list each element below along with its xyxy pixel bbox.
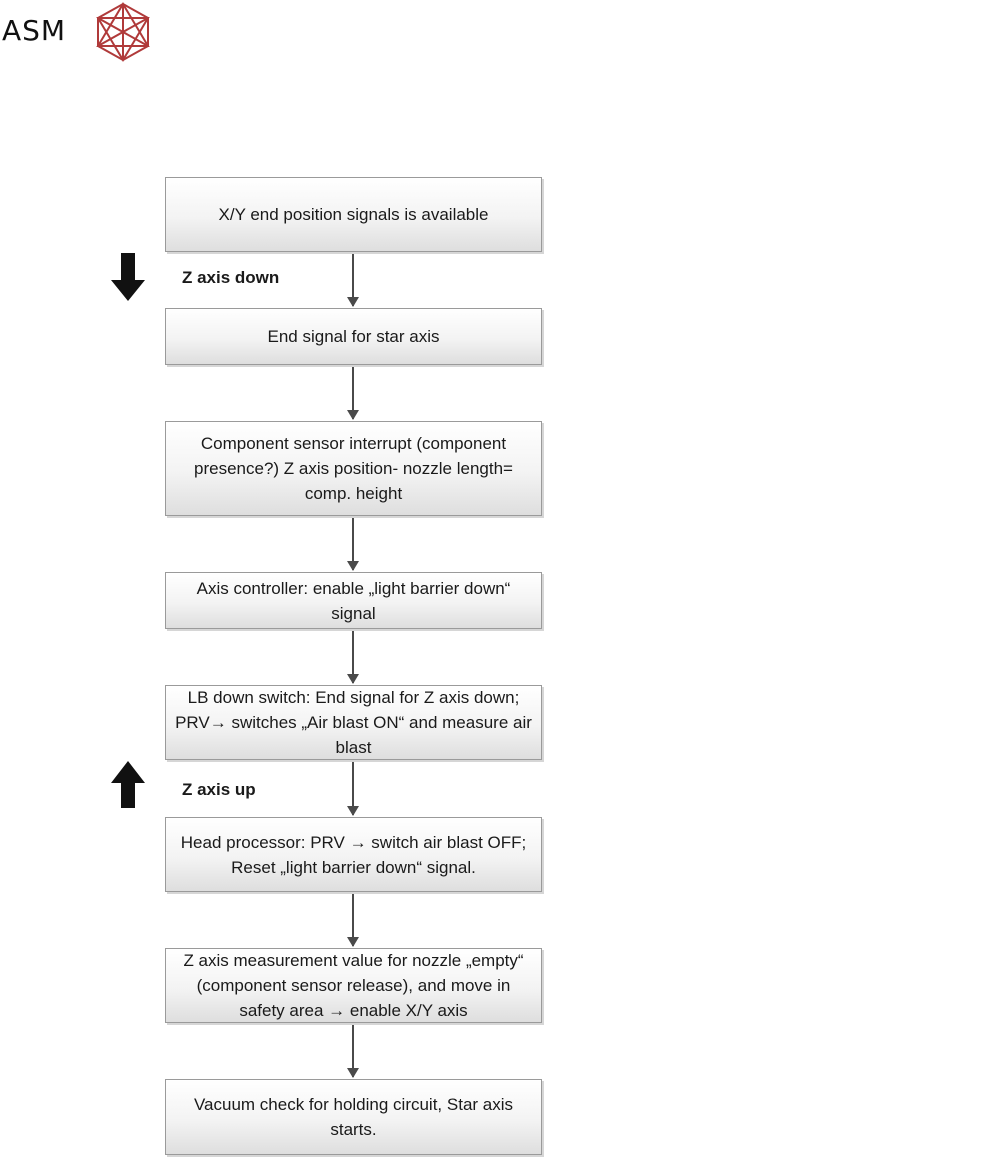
step-box-4: Axis controller: enable „light barrier d… [165,572,542,629]
z-axis-up-label: Z axis up [182,780,256,799]
step-text: Axis controller: enable „light barrier d… [196,578,511,623]
step-text: Component sensor interrupt (component pr… [194,434,513,503]
step-text: Vacuum check for holding circuit, Star a… [193,1095,514,1139]
asm-crystal-logo-icon [96,2,150,62]
step-box-6: Head processor: PRV → switch air blast O… [165,817,542,892]
step-text: LB down switch: End signal for Z axis do… [175,688,532,757]
step-box-5: LB down switch: End signal for Z axis do… [165,685,542,760]
step-box-2: End signal for star axis [165,308,542,365]
step-text: End signal for star axis [267,327,440,346]
logo-text: ASM [2,14,67,47]
z-axis-down-label: Z axis down [182,268,280,287]
step-box-8: Vacuum check for holding circuit, Star a… [165,1079,542,1155]
step-text: Head processor: PRV → switch air blast O… [180,832,527,877]
step-box-1: X/Y end position signals is available [165,177,542,252]
step-box-7: Z axis measurement value for nozzle „emp… [165,948,542,1023]
step-box-3: Component sensor interrupt (component pr… [165,421,542,516]
asm-logo: ASM [0,0,160,64]
arrow-up-icon [111,761,145,808]
step-text: X/Y end position signals is available [218,205,489,224]
arrow-down-icon [111,253,145,301]
step-text: Z axis measurement value for nozzle „emp… [183,951,524,1020]
